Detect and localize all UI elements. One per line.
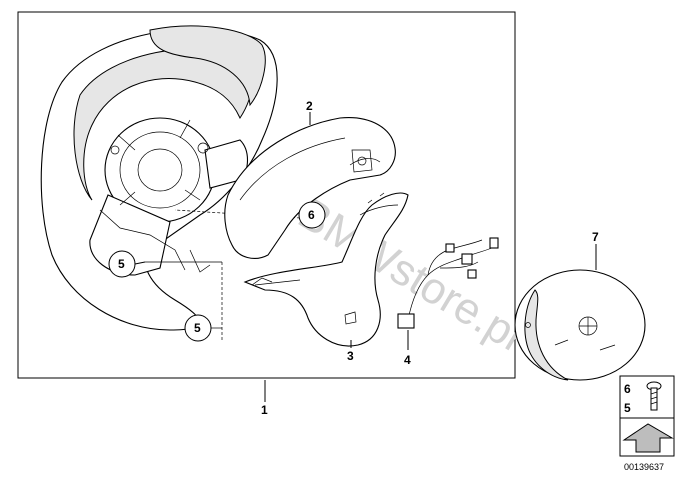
leader-lines bbox=[134, 112, 597, 402]
steering-wheel-trim bbox=[243, 192, 409, 347]
steering-wheel bbox=[40, 25, 301, 340]
callout-1: 1 bbox=[261, 403, 268, 417]
callout-6: 6 bbox=[308, 208, 315, 222]
assembly-frame bbox=[17, 11, 516, 379]
callout-circle-6 bbox=[298, 201, 326, 229]
legend-label-6: 6 bbox=[624, 382, 631, 396]
airbag-module bbox=[514, 269, 646, 381]
callout-4: 4 bbox=[404, 353, 411, 367]
arrow-icon bbox=[622, 423, 674, 453]
callout-7: 7 bbox=[592, 230, 599, 244]
callout-circle-5a bbox=[108, 250, 136, 278]
callout-3: 3 bbox=[347, 349, 354, 363]
screw-icon bbox=[646, 381, 662, 411]
callout-5b: 5 bbox=[194, 321, 201, 335]
diagram-code: 00139637 bbox=[624, 462, 664, 472]
steering-wheel-cover bbox=[224, 117, 396, 259]
callout-2: 2 bbox=[306, 99, 313, 113]
cable-harness bbox=[397, 237, 499, 329]
callout-5a: 5 bbox=[118, 257, 125, 271]
legend-label-5: 5 bbox=[624, 401, 631, 415]
screw-legend: 6 5 bbox=[619, 375, 675, 457]
